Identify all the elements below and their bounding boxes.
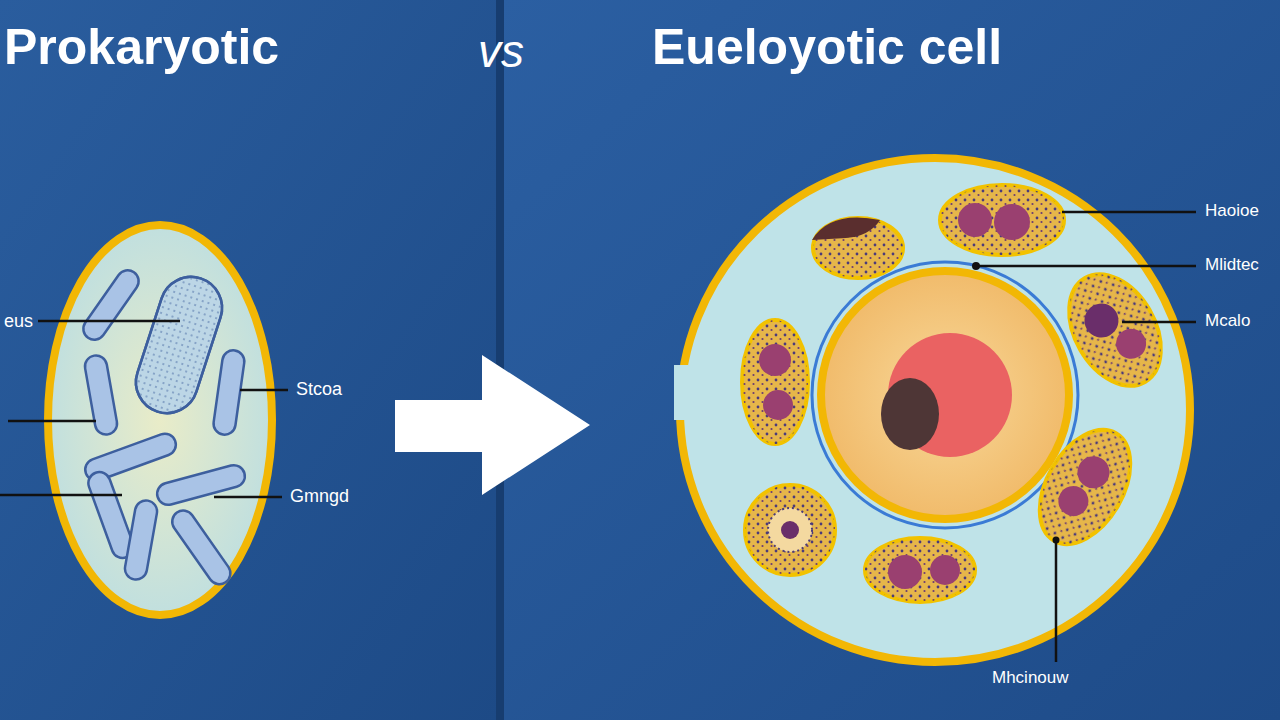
leader-dot (972, 262, 980, 270)
eukaryotic-cell (674, 158, 1190, 662)
organelles (742, 185, 1180, 602)
title-text: vs (478, 24, 524, 78)
part-label: Haoioe (1205, 201, 1259, 221)
part-label: Mlidtec (1205, 255, 1259, 275)
part-label: Gmngd (290, 486, 349, 507)
transition-arrow (395, 355, 590, 495)
left-leader-lines (0, 321, 288, 497)
part-label: Stcoa (296, 379, 342, 400)
part-label: eus (4, 311, 33, 332)
title-text: Prokaryotic (4, 18, 279, 76)
part-label: Mhcinouw (992, 668, 1069, 688)
left-panel (0, 0, 500, 720)
right-panel (500, 0, 1280, 720)
divider (496, 0, 504, 720)
right-leader-lines (978, 212, 1196, 662)
title-text: Eueloyotic cell (652, 18, 1002, 76)
leader-dot (1053, 537, 1060, 544)
part-label: Mcalo (1205, 311, 1250, 331)
